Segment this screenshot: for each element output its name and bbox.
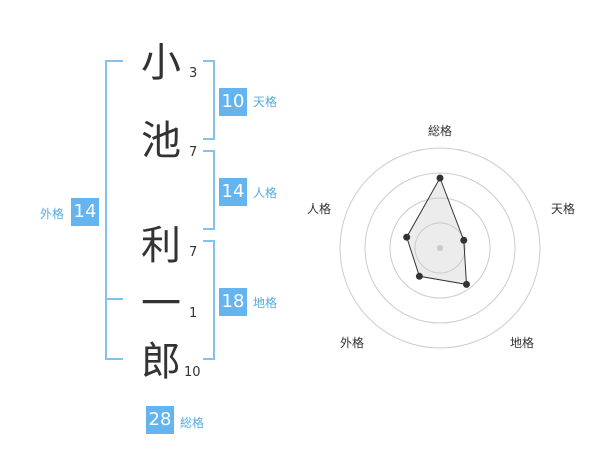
radar-axis-label-tenkaku: 天格	[551, 202, 576, 216]
tenkaku-bracket-top	[203, 60, 215, 62]
radar-axis-label-soukaku: 総格	[428, 124, 453, 138]
name-char-1: 小	[141, 40, 181, 86]
gaikaku-bracket-vertical	[105, 60, 107, 360]
stroke-count-1: 3	[189, 66, 198, 81]
chikaku-bracket-vertical	[213, 240, 215, 360]
radar-center-dot	[437, 245, 443, 251]
name-char-3: 利	[141, 223, 181, 269]
radar-point-2	[460, 236, 468, 244]
radar-axis-label-chikaku: 地格	[510, 336, 535, 350]
jinkaku-label: 人格	[253, 186, 278, 200]
name-char-5: 郎	[141, 339, 181, 385]
stroke-count-4: 1	[189, 306, 198, 321]
radar-grid-ring-4	[339, 147, 541, 349]
gaikaku-badge: 14	[71, 198, 99, 226]
jinkaku-bracket-top	[203, 150, 215, 152]
stroke-count-2: 7	[189, 145, 198, 160]
gaikaku-bracket-bottom	[105, 358, 123, 360]
radar-grid-ring-1	[414, 222, 466, 274]
jinkaku-badge: 14	[219, 178, 247, 206]
radar-axis-label-jinkaku: 人格	[307, 202, 332, 216]
radar-grid-ring-2	[389, 197, 491, 299]
stroke-count-3: 7	[189, 245, 198, 260]
jinkaku-bracket-vertical	[213, 150, 215, 230]
radar-data-polygon	[406, 176, 468, 285]
gaikaku-bracket-top	[105, 60, 123, 62]
soukaku-label: 総格	[180, 416, 205, 430]
soukaku-badge: 28	[146, 406, 174, 434]
chikaku-badge: 18	[219, 288, 247, 316]
radar-point-3	[463, 280, 470, 288]
name-char-4: 一	[141, 281, 181, 327]
radar-axis-label-gaikaku: 外格	[340, 336, 365, 350]
gaikaku-bracket-mid	[105, 298, 123, 300]
stroke-count-5: 10	[184, 365, 201, 380]
tenkaku-bracket-vertical	[213, 60, 215, 140]
tenkaku-label: 天格	[253, 95, 278, 109]
jinkaku-bracket-bottom	[203, 228, 215, 230]
tenkaku-badge: 10	[219, 88, 247, 116]
name-char-2: 池	[141, 118, 181, 164]
chikaku-label: 地格	[253, 296, 278, 310]
gaikaku-label: 外格	[40, 207, 65, 221]
chikaku-bracket-top	[203, 240, 215, 242]
chikaku-bracket-bottom	[203, 358, 215, 360]
radar-grid-ring-3	[364, 172, 516, 324]
radar-point-4	[415, 272, 423, 280]
radar-point-1	[436, 174, 444, 182]
radar-point-5	[403, 233, 411, 241]
tenkaku-bracket-bottom	[203, 138, 215, 140]
